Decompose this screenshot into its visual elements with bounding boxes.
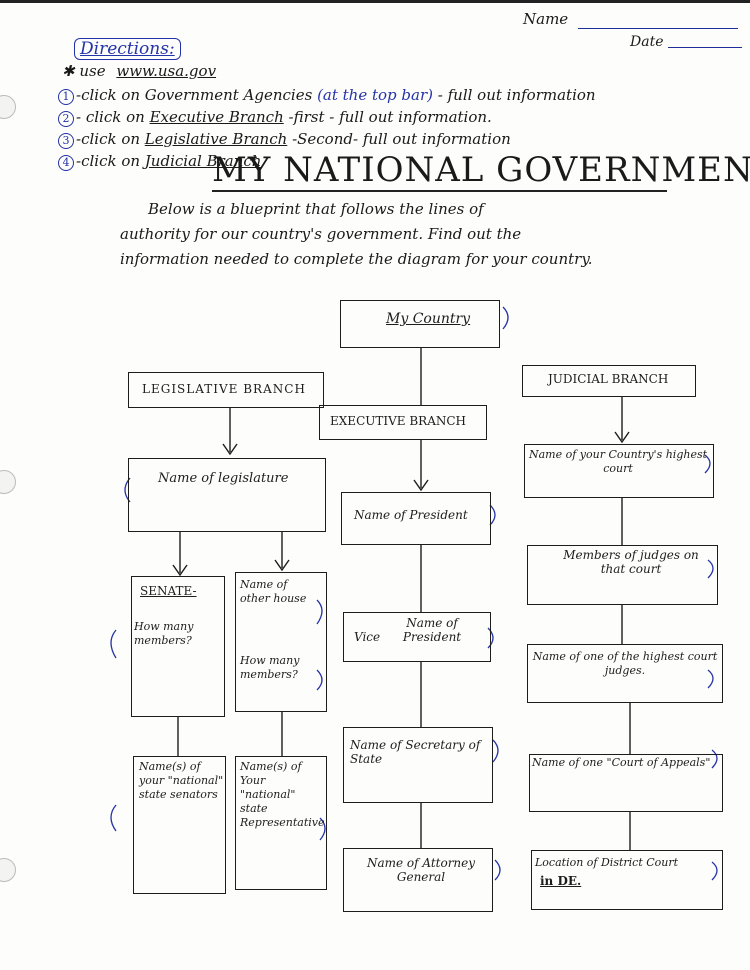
intro-line-2: authority for our country's government. … xyxy=(120,225,522,243)
page-top-edge xyxy=(0,0,750,3)
senators-box[interactable] xyxy=(133,756,226,894)
secretary-of-state-label: Name of Secretary of State xyxy=(350,738,481,766)
judicial-branch-header xyxy=(522,365,696,397)
step-note: (at the top bar) xyxy=(317,86,433,104)
step-number: 4 xyxy=(58,155,74,171)
date-label: Date xyxy=(630,34,664,50)
step-number: 2 xyxy=(58,111,74,127)
legislative-branch-label: LEGISLATIVE BRANCH xyxy=(142,382,306,396)
court-judge-label: Name of one of the highest court judges. xyxy=(532,650,718,677)
senate-members-label: How many members? xyxy=(134,620,194,647)
date-line[interactable] xyxy=(668,47,742,48)
usa-gov-link[interactable]: www.usa.gov xyxy=(116,62,217,80)
intro-line-1: Below is a blueprint that follows the li… xyxy=(148,200,484,218)
step-link[interactable]: Legislative Branch xyxy=(144,130,288,148)
step-tail: - full out information xyxy=(437,86,596,104)
district-court-label: Location of District Court xyxy=(535,856,679,869)
legislature-label: Name of legislature xyxy=(158,471,289,486)
judicial-branch-label: JUDICIAL BRANCH xyxy=(548,372,669,386)
representatives-label: Name(s) of Your "national" state Represe… xyxy=(240,760,325,829)
senate-title: SENATE- xyxy=(140,584,197,598)
district-court-box[interactable] xyxy=(531,850,723,910)
my-country-box[interactable] xyxy=(340,300,500,348)
highest-court-box[interactable] xyxy=(524,444,714,498)
vice-president-label: Name of President xyxy=(402,616,462,644)
senators-label: Name(s) of your "national" state senator… xyxy=(139,760,224,801)
appeals-court-box[interactable] xyxy=(529,754,723,812)
step-link[interactable]: Judicial Branch xyxy=(144,152,262,170)
president-box[interactable] xyxy=(341,492,491,545)
vice-label: Vice xyxy=(354,630,381,644)
court-judge-box[interactable] xyxy=(527,644,723,703)
vice-president-box[interactable] xyxy=(343,612,491,662)
name-label: Name xyxy=(523,10,569,28)
legislative-branch-header xyxy=(128,372,324,408)
step-1: 1-click on Government Agencies (at the t… xyxy=(58,86,596,105)
court-members-label: Members of judges on that court xyxy=(563,548,699,576)
step-2: 2- click on Executive Branch -first - fu… xyxy=(58,108,492,127)
attorney-general-box[interactable] xyxy=(343,848,493,912)
step-link[interactable]: Executive Branch xyxy=(149,108,284,126)
senate-box[interactable] xyxy=(131,576,225,717)
highest-court-label: Name of your Country's highest court xyxy=(528,448,708,475)
executive-branch-header xyxy=(319,405,487,440)
executive-branch-label: EXECUTIVE BRANCH xyxy=(330,414,467,428)
title-underline xyxy=(212,190,667,192)
step-text: - click on xyxy=(76,108,145,126)
legislature-box[interactable] xyxy=(128,458,326,532)
intro-line-3: information needed to complete the diagr… xyxy=(120,250,593,268)
step-4: 4-click on Judicial Branch xyxy=(58,152,261,171)
other-house-label: Name of other house xyxy=(240,578,307,605)
use-line: ✱ use www.usa.gov xyxy=(62,62,216,80)
representatives-box[interactable] xyxy=(235,756,327,890)
step-tail: -first - full out information. xyxy=(288,108,492,126)
my-country-label: My Country xyxy=(386,311,471,327)
president-label: Name of President xyxy=(354,508,468,522)
court-members-box[interactable] xyxy=(527,545,718,605)
step-tail: -Second- full out information xyxy=(292,130,511,148)
use-prefix: ✱ use xyxy=(62,62,106,80)
secretary-of-state-box[interactable] xyxy=(343,727,493,803)
step-text: -click on Government Agencies xyxy=(76,86,313,104)
page-title: MY NATIONAL GOVERNMENT xyxy=(212,150,750,190)
step-3: 3-click on Legislative Branch -Second- f… xyxy=(58,130,511,149)
step-text: -click on xyxy=(76,130,141,148)
appeals-court-label: Name of one "Court of Appeals" xyxy=(532,756,711,769)
district-court-location: in DE. xyxy=(540,874,582,888)
other-members-label: How many members? xyxy=(240,654,300,681)
step-number: 1 xyxy=(58,89,74,105)
step-text: -click on xyxy=(76,152,141,170)
directions-title-text: Directions: xyxy=(80,39,175,59)
step-number: 3 xyxy=(58,133,74,149)
attorney-general-label: Name of Attorney General xyxy=(366,856,476,884)
directions-title: Directions: xyxy=(74,38,181,60)
name-line[interactable] xyxy=(578,28,738,29)
other-house-box[interactable] xyxy=(235,572,327,712)
